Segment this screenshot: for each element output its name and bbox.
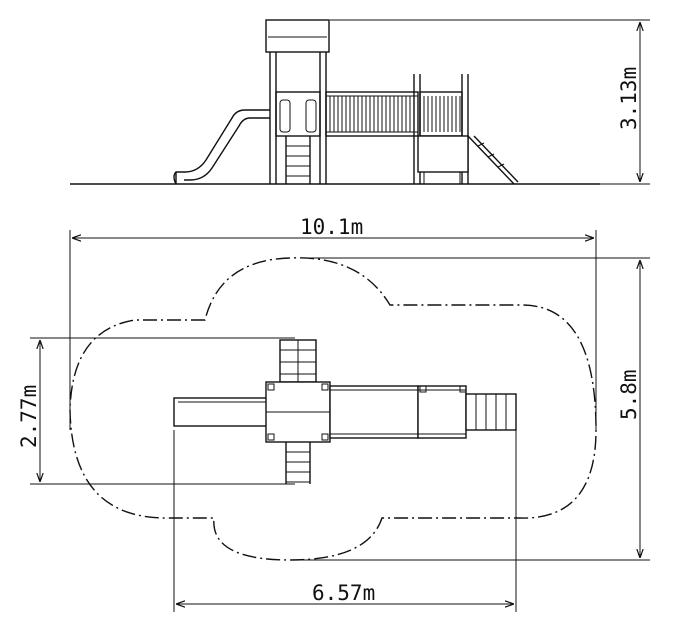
- plan-upper-ladder: [279, 339, 317, 383]
- plan-tower-deck: [265, 381, 331, 443]
- tower-ladder: [285, 136, 311, 184]
- tower-posts: [269, 52, 327, 184]
- bridge-railing: [325, 91, 419, 137]
- plan-right-tower: [417, 385, 467, 439]
- plan-bridge: [329, 385, 419, 439]
- plan-view: 10.1m 5.8m 2.77m 6.57m: [17, 215, 650, 612]
- length-dimension-label: 10.1m: [300, 215, 363, 239]
- structure-length-dimension-label: 6.57m: [312, 581, 375, 605]
- elevation-slide: [173, 109, 270, 185]
- structure-width-dimension-label: 2.77m: [17, 385, 41, 448]
- plan-slide: [173, 397, 269, 427]
- safety-zone-outline: [69, 257, 597, 561]
- plan-lower-ladder: [285, 442, 311, 484]
- tower-panel: [275, 91, 321, 137]
- height-dimension-label: 3.13m: [617, 67, 641, 130]
- plan-climbing-ramp: [465, 393, 517, 431]
- right-tower: [413, 74, 469, 184]
- climbing-ramp: [467, 135, 519, 185]
- safety-width-dimension-label: 5.8m: [617, 369, 641, 420]
- tower-roof: [265, 19, 330, 53]
- elevation-view: 3.13m: [70, 19, 650, 185]
